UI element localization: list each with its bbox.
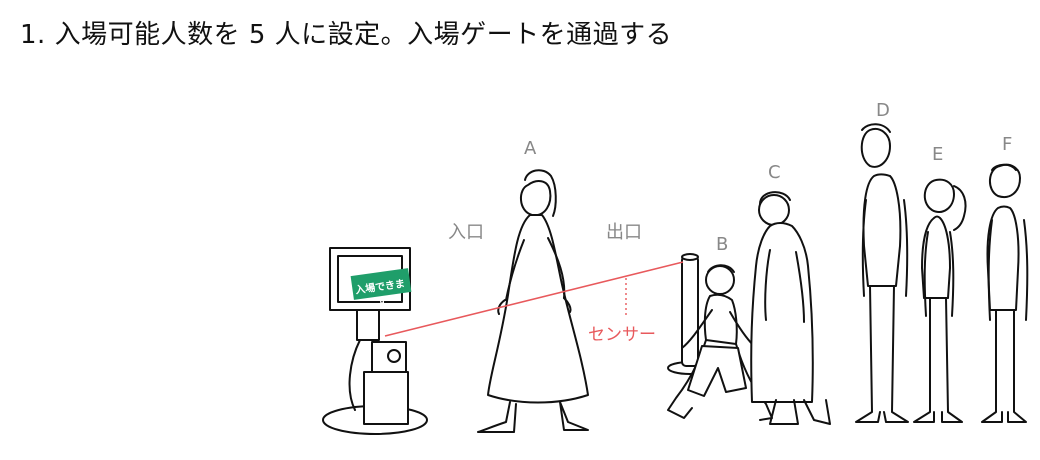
person-d (855, 123, 909, 423)
screen-panel (350, 268, 412, 300)
person-c (750, 191, 831, 425)
entrance-label: 入口 (448, 222, 484, 243)
person-label-d: D (876, 100, 890, 121)
person-e (913, 178, 967, 423)
sensor-label: センサー (588, 325, 656, 345)
exit-label: 出口 (606, 222, 642, 243)
sensor-beam (384, 261, 684, 337)
person-a (477, 169, 589, 433)
page-title: 1. 入場可能人数を 5 人に設定。入場ゲートを通過する (20, 20, 673, 50)
person-label-e: E (932, 144, 944, 165)
person-label-a: A (524, 138, 537, 159)
person-label-b: B (716, 234, 729, 255)
person-f (981, 163, 1029, 423)
person-b (667, 264, 773, 421)
person-label-f: F (1002, 134, 1013, 155)
person-label-c: C (768, 162, 781, 183)
